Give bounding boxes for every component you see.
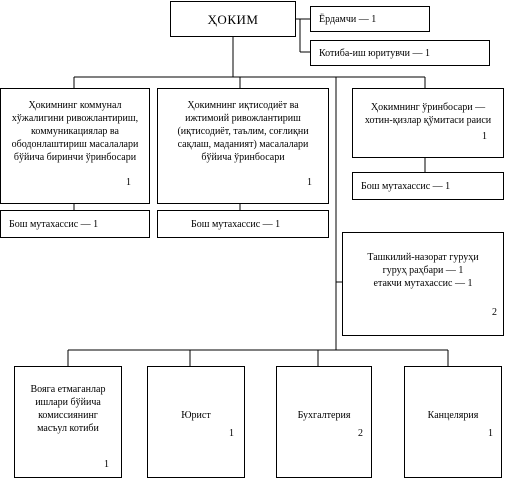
deputy-1-label: Ҳокимнинг коммунал хўжалигини ривожланти…	[11, 100, 139, 163]
control-group-count: 2	[492, 307, 497, 318]
control-group-box: Ташкилий-назорат гуруҳи гуруҳ раҳбари — …	[342, 232, 504, 336]
control-group-line2: гуруҳ раҳбари — 1	[382, 265, 464, 276]
accounting-label: Бухгалтерия	[297, 410, 351, 421]
control-group-line1: Ташкилий-назорат гуруҳи	[367, 252, 479, 263]
deputy-1-count: 1	[126, 177, 131, 188]
deputy-3-count: 1	[482, 131, 487, 142]
lawyer-box: Юрист 1	[147, 366, 245, 478]
specialist-2-box: Бош мутахассис — 1	[157, 210, 329, 238]
commission-box: Вояга етмаганлар ишлари бўйича комиссиян…	[14, 366, 122, 478]
secretary-label: Котиба-иш юритувчи — 1	[319, 47, 430, 59]
lawyer-label: Юрист	[181, 410, 211, 421]
deputy-3-box: Ҳокимнинг ўринбосари — хотин-қизлар қўми…	[352, 88, 504, 158]
lawyer-count: 1	[229, 428, 234, 439]
deputy-2-label: Ҳокимнинг иқтисодиёт ва ижтимоий ривожла…	[177, 100, 309, 163]
deputy-1-box: Ҳокимнинг коммунал хўжалигини ривожланти…	[0, 88, 150, 204]
secretary-box: Котиба-иш юритувчи — 1	[310, 40, 490, 66]
head-title: ҲОКИМ	[207, 11, 259, 27]
control-group-line3: етакчи мутахассис — 1	[373, 278, 473, 289]
deputy-3-label: Ҳокимнинг ўринбосари — хотин-қизлар қўми…	[364, 102, 492, 126]
specialist-3-label: Бош мутахассис — 1	[361, 180, 451, 192]
accounting-box: Бухгалтерия 2	[276, 366, 372, 478]
office-box: Канцелярия 1	[404, 366, 502, 478]
assistant-box: Ёрдамчи — 1	[310, 6, 430, 32]
office-count: 1	[488, 428, 493, 439]
assistant-label: Ёрдамчи — 1	[319, 13, 377, 25]
commission-count: 1	[104, 459, 109, 470]
specialist-1-label: Бош мутахассис — 1	[9, 218, 99, 230]
specialist-3-box: Бош мутахассис — 1	[352, 172, 504, 200]
deputy-2-count: 1	[307, 177, 312, 188]
specialist-1-box: Бош мутахассис — 1	[0, 210, 150, 238]
deputy-2-box: Ҳокимнинг иқтисодиёт ва ижтимоий ривожла…	[157, 88, 329, 204]
office-label: Канцелярия	[427, 410, 479, 421]
accounting-count: 2	[358, 428, 363, 439]
specialist-2-label: Бош мутахассис — 1	[191, 218, 281, 230]
commission-label: Вояга етмаганлар ишлари бўйича комиссиян…	[30, 384, 106, 434]
head-box: ҲОКИМ	[170, 1, 296, 37]
